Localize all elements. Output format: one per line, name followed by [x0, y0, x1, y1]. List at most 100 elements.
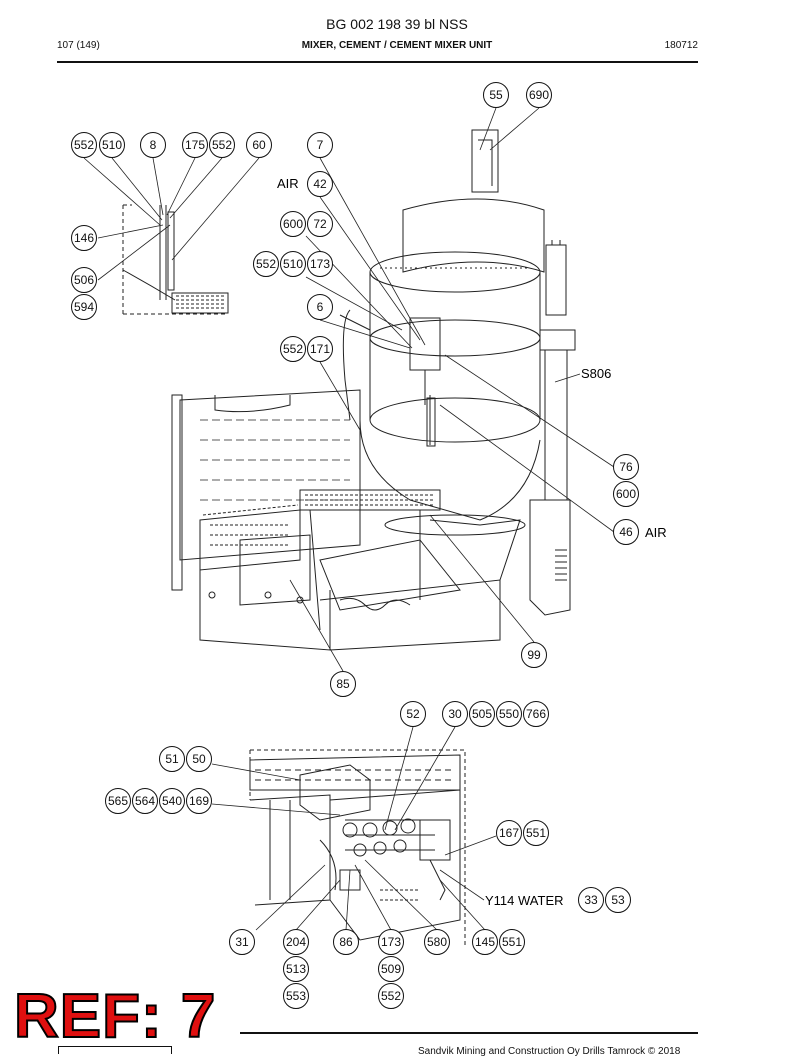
svg-text:55: 55	[489, 88, 503, 102]
callout-60: 60	[246, 132, 272, 158]
svg-text:506: 506	[74, 273, 94, 287]
svg-text:594: 594	[74, 300, 94, 314]
callout-42: 42	[307, 171, 333, 197]
svg-text:513: 513	[286, 962, 306, 976]
svg-text:173: 173	[381, 935, 401, 949]
svg-text:31: 31	[235, 935, 249, 949]
svg-text:551: 551	[526, 826, 546, 840]
callout-565: 565	[105, 788, 131, 814]
svg-text:580: 580	[427, 935, 447, 949]
svg-text:204: 204	[286, 935, 306, 949]
svg-text:6: 6	[317, 300, 324, 314]
callout-51: 51	[159, 746, 185, 772]
mixer-main-assembly	[171, 129, 576, 651]
svg-text:505: 505	[472, 707, 492, 721]
svg-text:86: 86	[339, 935, 353, 949]
svg-text:30: 30	[448, 707, 462, 721]
callout-146: 146	[71, 225, 97, 251]
svg-text:600: 600	[616, 487, 636, 501]
svg-text:42: 42	[313, 177, 327, 191]
svg-text:510: 510	[102, 138, 122, 152]
svg-text:552: 552	[256, 257, 276, 271]
callout-564: 564	[132, 788, 158, 814]
svg-text:540: 540	[162, 794, 182, 808]
callout-50: 50	[186, 746, 212, 772]
callout-173: 173	[378, 929, 404, 955]
callout-509: 509	[378, 956, 404, 982]
svg-text:99: 99	[527, 648, 541, 662]
svg-text:552: 552	[212, 138, 232, 152]
svg-text:173: 173	[310, 257, 330, 271]
svg-text:509: 509	[381, 962, 401, 976]
label-air-top: AIR	[277, 176, 299, 191]
svg-text:600: 600	[283, 217, 303, 231]
callout-594: 594	[71, 294, 97, 320]
footer-copyright: Sandvik Mining and Construction Oy Drill…	[418, 1046, 681, 1057]
callout-551: 551	[499, 929, 525, 955]
svg-text:76: 76	[619, 460, 633, 474]
callout-580: 580	[424, 929, 450, 955]
callout-600: 600	[613, 481, 639, 507]
callout-550: 550	[496, 701, 522, 727]
svg-text:46: 46	[619, 525, 633, 539]
callout-552: 552	[209, 132, 235, 158]
callout-72: 72	[307, 211, 333, 237]
svg-text:550: 550	[499, 707, 519, 721]
callout-505: 505	[469, 701, 495, 727]
callout-552: 552	[280, 336, 306, 362]
callout-510: 510	[280, 251, 306, 277]
inset-detail	[122, 204, 229, 315]
svg-text:72: 72	[313, 217, 327, 231]
svg-text:565: 565	[108, 794, 128, 808]
svg-text:51: 51	[165, 752, 179, 766]
callout-86: 86	[333, 929, 359, 955]
callout-204: 204	[283, 929, 309, 955]
callout-8: 8	[140, 132, 166, 158]
label-y114-water: Y114 WATER	[485, 893, 564, 908]
callout-552: 552	[378, 983, 404, 1009]
svg-text:552: 552	[74, 138, 94, 152]
callout-169: 169	[186, 788, 212, 814]
svg-text:167: 167	[499, 826, 519, 840]
callout-31: 31	[229, 929, 255, 955]
callout-540: 540	[159, 788, 185, 814]
callout-690: 690	[526, 82, 552, 108]
callout-52: 52	[400, 701, 426, 727]
svg-text:553: 553	[286, 989, 306, 1003]
callout-766: 766	[523, 701, 549, 727]
svg-text:766: 766	[526, 707, 546, 721]
svg-text:552: 552	[381, 989, 401, 1003]
section-title: MIXER, CEMENT / CEMENT MIXER UNIT	[301, 40, 493, 51]
svg-text:85: 85	[336, 677, 350, 691]
svg-text:551: 551	[502, 935, 522, 949]
svg-text:60: 60	[252, 138, 266, 152]
callout-510: 510	[99, 132, 125, 158]
callout-33: 33	[578, 887, 604, 913]
callout-6: 6	[307, 294, 333, 320]
valve-block-detail	[249, 749, 466, 945]
revision-date: 180712	[664, 40, 698, 51]
svg-text:8: 8	[150, 138, 157, 152]
page-number: 107 (149)	[57, 40, 100, 51]
logo-strip	[58, 1046, 172, 1054]
callout-55: 55	[483, 82, 509, 108]
callout-85: 85	[330, 671, 356, 697]
svg-text:52: 52	[406, 707, 420, 721]
callout-30: 30	[442, 701, 468, 727]
svg-text:552: 552	[283, 342, 303, 356]
callout-513: 513	[283, 956, 309, 982]
callout-46: 46	[613, 519, 639, 545]
document-title: BG 002 198 39 bl NSS	[326, 16, 468, 32]
svg-text:510: 510	[283, 257, 303, 271]
label-air-right: AIR	[645, 525, 667, 540]
callout-173: 173	[307, 251, 333, 277]
svg-text:53: 53	[611, 893, 625, 907]
header-rule	[57, 61, 698, 63]
callout-145: 145	[472, 929, 498, 955]
callout-553: 553	[283, 983, 309, 1009]
callout-552: 552	[253, 251, 279, 277]
callout-53: 53	[605, 887, 631, 913]
callout-7: 7	[307, 132, 333, 158]
callout-552: 552	[71, 132, 97, 158]
